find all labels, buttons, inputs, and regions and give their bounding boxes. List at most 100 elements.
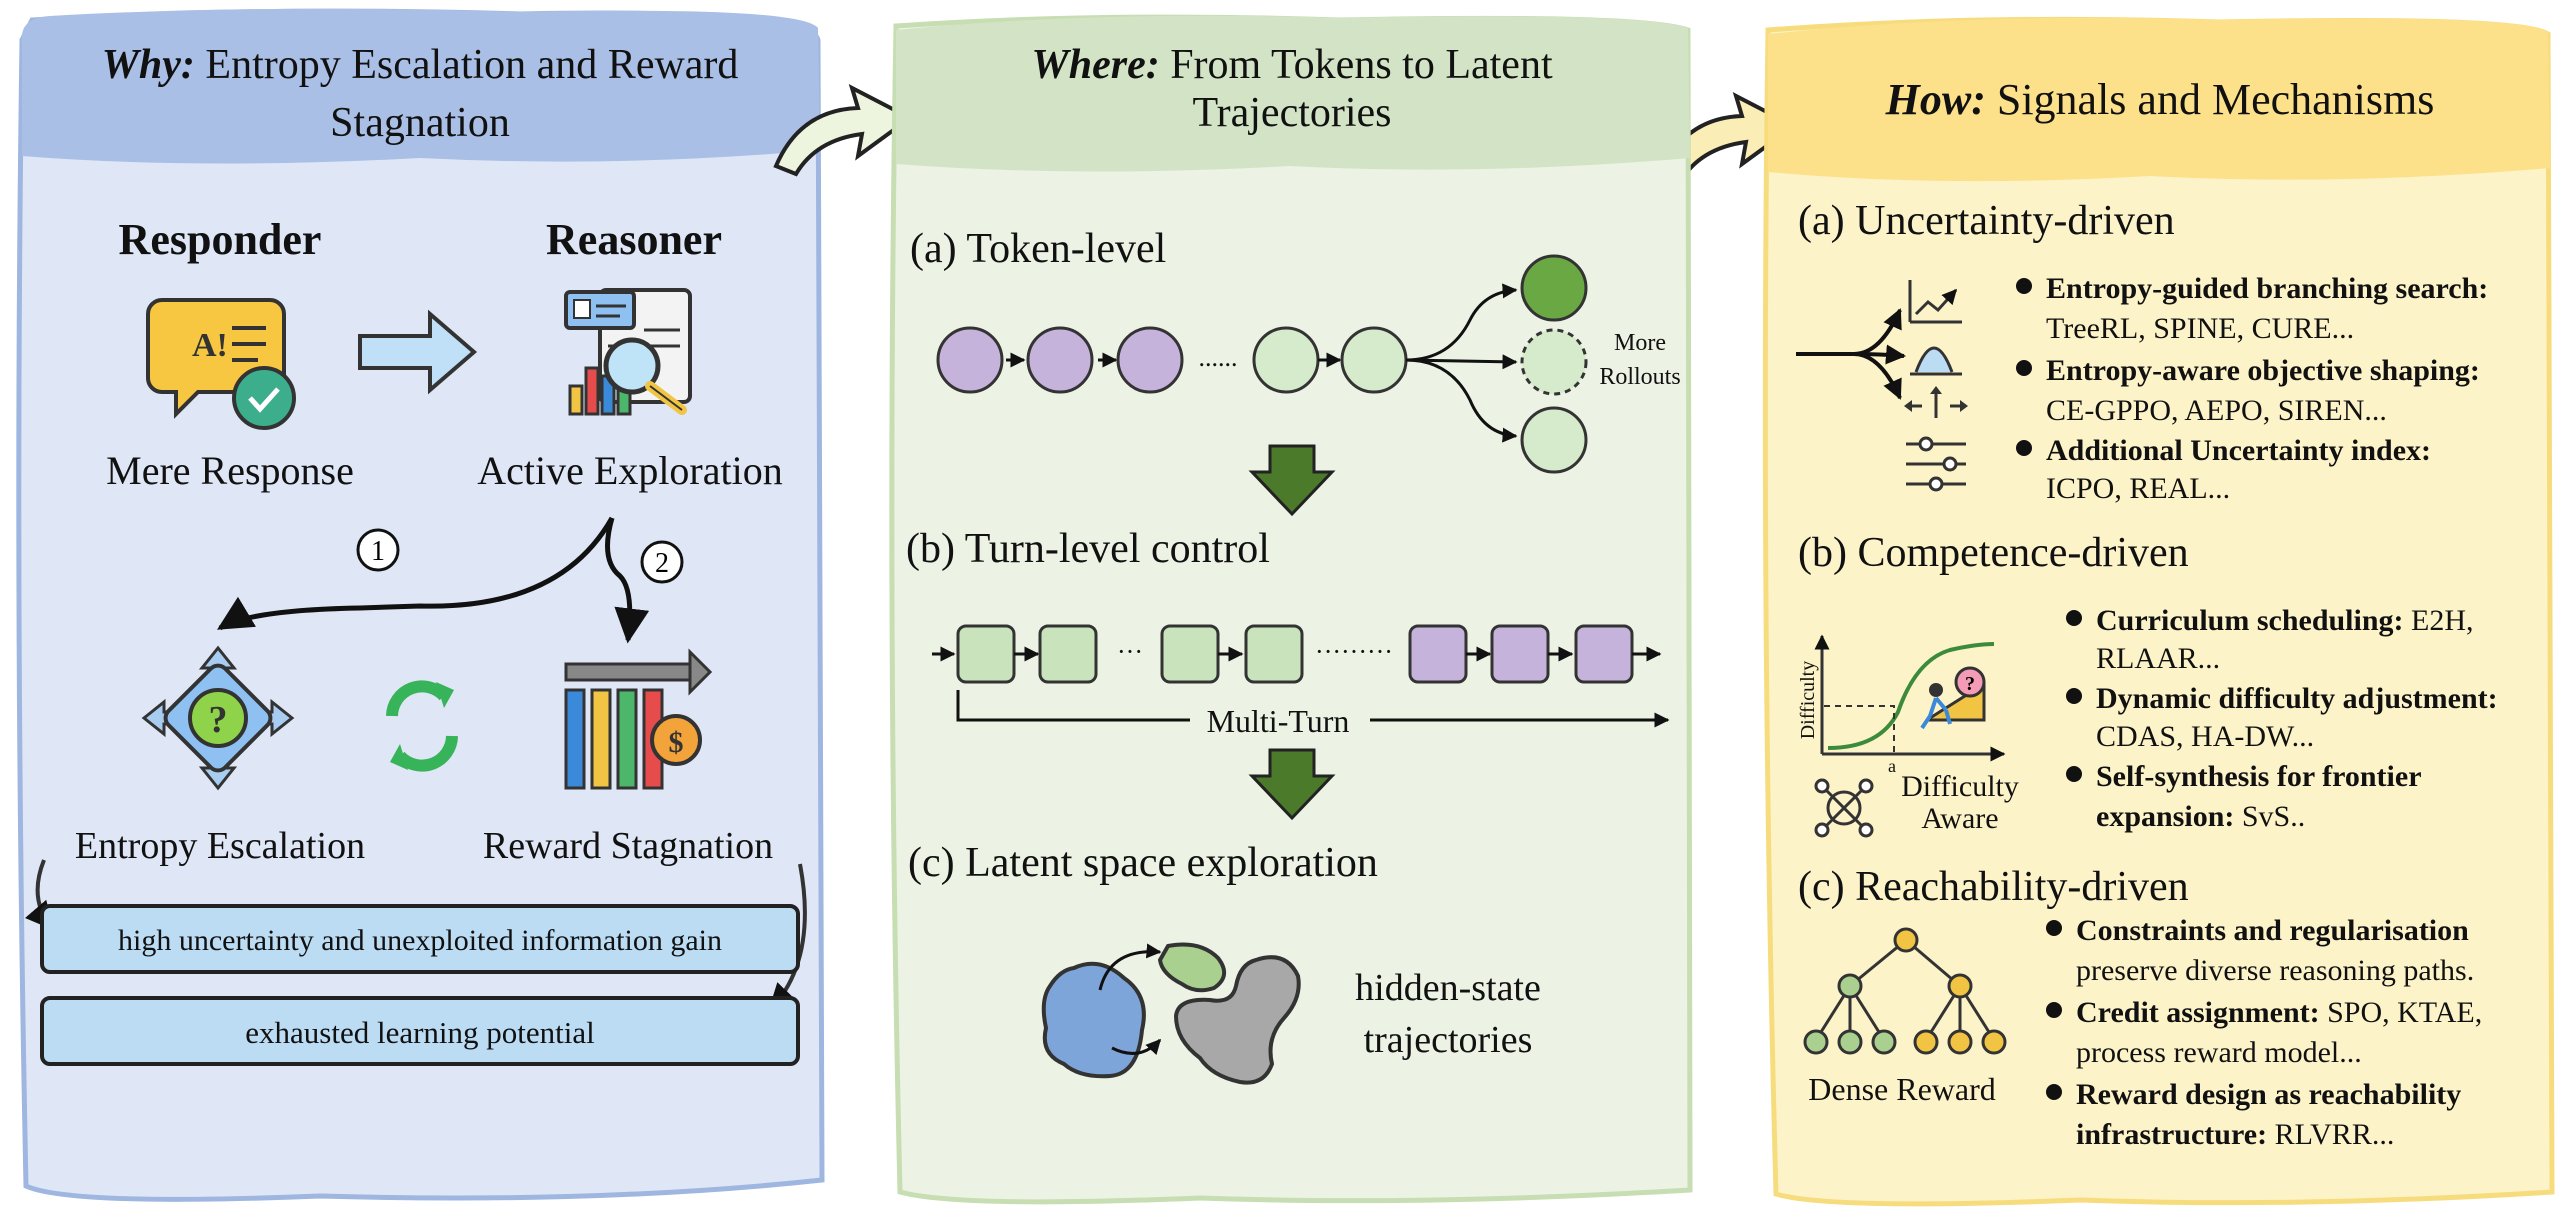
bullet <box>2016 360 2032 376</box>
latent-blobs-icon <box>1041 942 1301 1085</box>
token-node <box>1026 326 1094 394</box>
u-item-2-bold: Entropy-aware objective shaping: <box>2046 354 2480 387</box>
r-item-2-rest: process reward model... <box>2076 1036 2362 1069</box>
how-panel: How: Signals and Mechanisms (a) Uncertai… <box>1762 16 2555 1207</box>
step-1-text: 1 <box>371 536 385 567</box>
exhausted-box-text: exhausted learning potential <box>245 1015 595 1050</box>
token-node <box>1116 326 1184 394</box>
step-1-badge <box>356 528 400 572</box>
bullet <box>2066 610 2082 626</box>
network-icon <box>1814 778 1874 838</box>
multi-turn-label: Multi-Turn <box>1207 703 1350 739</box>
token-level-heading: (a) Token-level <box>910 226 1166 272</box>
difficulty-aware-line2: Aware <box>1921 802 1998 835</box>
turn-node <box>1490 624 1550 684</box>
c-item-3-bold: Self-synthesis for frontier <box>2096 760 2422 793</box>
c-item-3-rest: expansion: SvS.. <box>2096 800 2305 833</box>
c-item-1-rest: RLAAR... <box>2096 642 2220 675</box>
ai-chat-icon: A! <box>146 298 296 430</box>
branch-arrow-2 <box>605 517 650 644</box>
turn-chain: ··· ········· Multi-Turn <box>932 624 1670 739</box>
mere-response-label: Mere Response <box>106 448 354 493</box>
turn-node <box>1244 624 1304 684</box>
hidden-state-label: hidden-state <box>1355 967 1541 1009</box>
c-item-1: Curriculum scheduling: E2H, <box>2096 604 2474 637</box>
trajectories-label: trajectories <box>1364 1019 1533 1061</box>
token-node <box>936 326 1004 394</box>
token-chain: ...... More Rollouts <box>936 254 1681 474</box>
turn-node <box>1038 624 1098 684</box>
where-title-line2: Trajectories <box>1192 90 1391 136</box>
bullet <box>2016 278 2032 294</box>
difficulty-curve-chart: ? Difficulty a <box>1797 634 2006 776</box>
down-arrow-2 <box>1248 748 1336 821</box>
svg-text:$: $ <box>669 726 684 759</box>
bullet <box>2046 1002 2062 1018</box>
turn-node <box>1408 624 1468 684</box>
reachability-list: Constraints and regularisation preserve … <box>2046 914 2482 1151</box>
reachability-heading: (c) Reachability-driven <box>1798 864 2189 910</box>
uncertainty-heading: (a) Uncertainty-driven <box>1798 198 2175 244</box>
refresh-cycle-icon <box>386 680 458 772</box>
where-title: Where: From Tokens to Latent <box>1031 42 1553 88</box>
r-item-1-bold: Constraints and regularisation <box>2076 914 2469 947</box>
bullet <box>2066 766 2082 782</box>
why-title-line2: Stagnation <box>330 100 510 146</box>
uncertainty-list: Entropy-guided branching search: TreeRL,… <box>2016 272 2488 505</box>
step-2-text: 2 <box>655 548 669 579</box>
turn-ellipsis-2: ········· <box>1315 637 1393 666</box>
r-item-1-rest: preserve diverse reasoning paths. <box>2076 954 2474 987</box>
how-title: How: Signals and Mechanisms <box>1885 75 2435 124</box>
axis-a-label: a <box>1888 756 1896 776</box>
stagnant-bars-icon: $ <box>564 648 713 790</box>
entropy-escalation-label: Entropy Escalation <box>75 825 365 867</box>
rollout-node-dashed <box>1520 328 1588 396</box>
u-item-3-rest: ICPO, REAL... <box>2046 472 2230 505</box>
svg-text:?: ? <box>1965 673 1975 695</box>
why-title: Why: Entropy Escalation and Reward <box>102 42 739 88</box>
turn-node <box>956 624 1016 684</box>
uncertainty-box <box>40 904 800 974</box>
bullet <box>2046 1084 2062 1100</box>
token-ellipsis: ...... <box>1199 343 1238 372</box>
difficulty-axis-label: Difficulty <box>1797 661 1819 740</box>
why-panel-header <box>21 8 820 164</box>
c-item-2-bold: Dynamic difficulty adjustment: <box>2096 682 2498 715</box>
turn-ellipsis-1: ··· <box>1117 637 1143 666</box>
bullet <box>2066 688 2082 704</box>
branching-signal-icons <box>1796 280 1968 492</box>
exhausted-box <box>40 996 800 1066</box>
turn-level-heading: (b) Turn-level control <box>906 526 1270 572</box>
responder-to-reasoner-arrow <box>358 309 478 395</box>
reward-tree-icon <box>1803 927 2007 1055</box>
bullet <box>2016 440 2032 456</box>
u-item-2-rest: CE-GPPO, AEPO, SIREN... <box>2046 394 2387 427</box>
r-item-2: Credit assignment: SPO, KTAE, <box>2076 996 2482 1029</box>
how-panel-header <box>1768 17 2550 182</box>
u-item-1-rest: TreeRL, SPINE, CURE... <box>2046 312 2354 345</box>
difficulty-aware-line1: Difficulty <box>1901 770 2019 803</box>
report-magnifier-icon <box>564 288 692 416</box>
bullet <box>2046 920 2062 936</box>
competence-heading: (b) Competence-driven <box>1798 530 2189 576</box>
c-item-2-rest: CDAS, HA-DW... <box>2096 720 2314 753</box>
down-arrow-1 <box>1248 444 1336 517</box>
reasoner-label: Reasoner <box>546 215 722 264</box>
token-node <box>1252 326 1320 394</box>
step-2-badge <box>640 540 684 584</box>
u-item-3-bold: Additional Uncertainty index: <box>2046 434 2431 467</box>
token-node <box>1340 326 1408 394</box>
why-panel: Why: Entropy Escalation and Reward Stagn… <box>16 8 825 1202</box>
rollout-node <box>1520 406 1588 474</box>
branch-arrow-1 <box>216 516 615 631</box>
where-panel-header <box>896 15 1690 172</box>
reward-stagnation-label: Reward Stagnation <box>483 825 773 867</box>
rollouts-label: Rollouts <box>1599 364 1680 390</box>
rollout-node-selected <box>1520 254 1588 322</box>
more-label: More <box>1614 330 1666 356</box>
turn-node <box>1160 624 1220 684</box>
r-item-3-rest: infrastructure: RLVRR... <box>2076 1118 2394 1151</box>
turn-node <box>1574 624 1634 684</box>
svg-text:A!: A! <box>192 327 228 364</box>
